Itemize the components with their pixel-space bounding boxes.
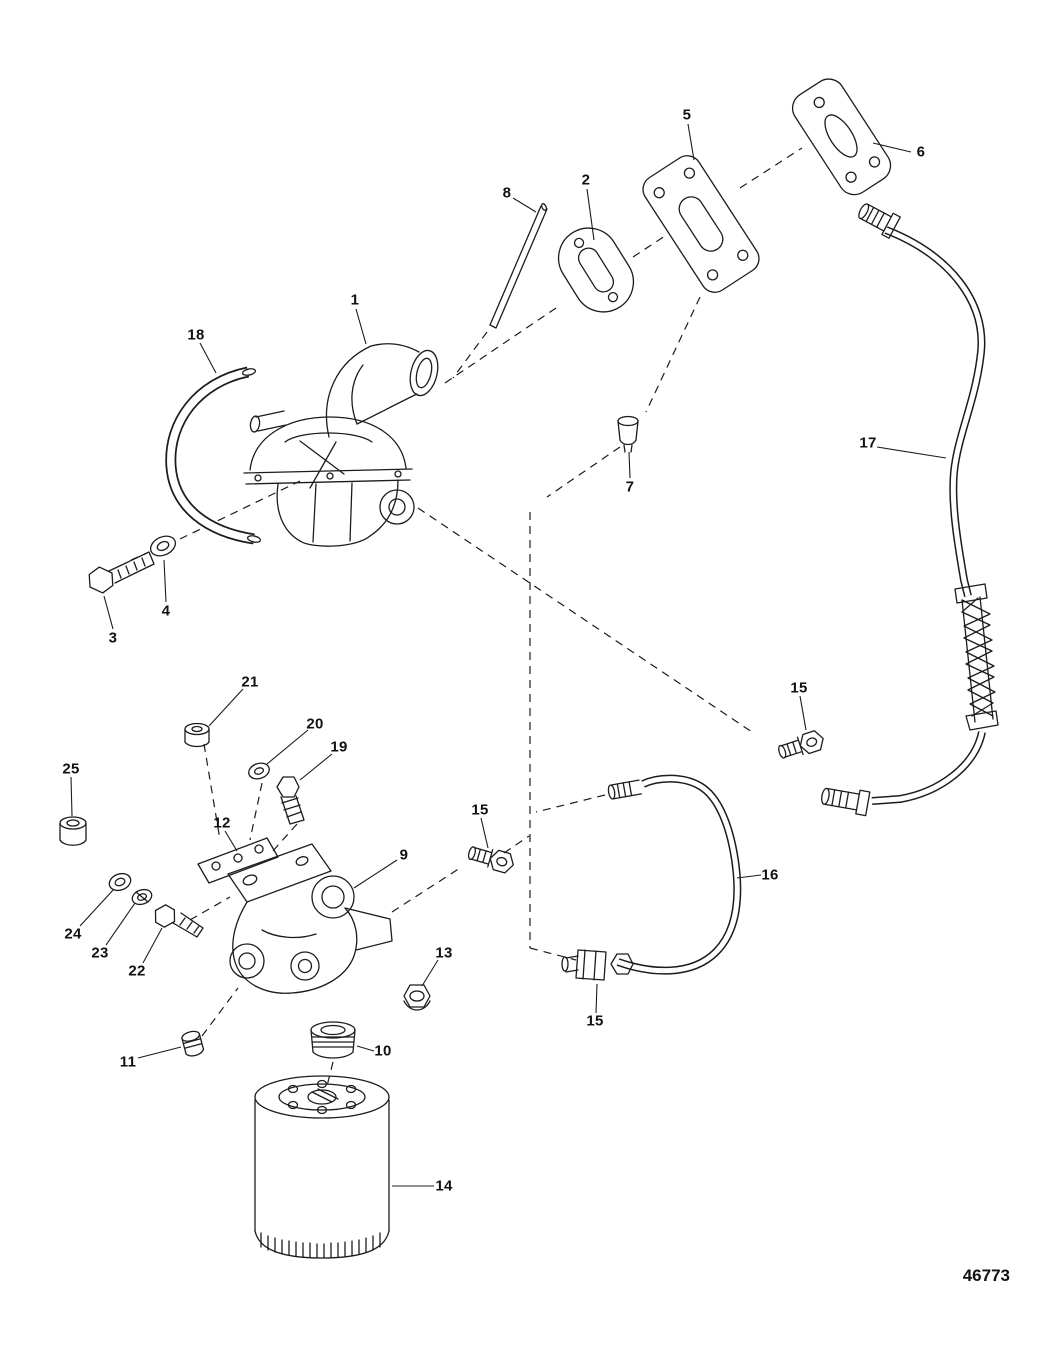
callout-24: 24	[64, 925, 82, 943]
retainer-plate-drawing	[197, 837, 279, 884]
part-code: 46773	[962, 1266, 1010, 1285]
callout-11: 11	[119, 1053, 137, 1071]
callout-14: 14	[435, 1177, 453, 1195]
filter-base-drawing	[227, 843, 393, 994]
dashed-assembly-lines	[130, 147, 803, 1087]
fuel-line-short-drawing	[607, 774, 742, 975]
callout-15: 15	[471, 801, 489, 819]
bushing-21-drawing	[184, 722, 210, 748]
callout-1: 1	[350, 291, 360, 309]
callout-3: 3	[108, 629, 118, 647]
callout-7: 7	[625, 478, 635, 496]
callout-23: 23	[91, 944, 109, 962]
washer-23-drawing	[131, 888, 153, 906]
callout-16: 16	[761, 866, 779, 884]
callout-13: 13	[435, 944, 453, 962]
leader-lines	[70, 123, 947, 1187]
callout-18: 18	[187, 326, 205, 344]
callout-5: 5	[682, 106, 692, 124]
callout-12: 12	[213, 814, 231, 832]
callout-15: 15	[586, 1012, 604, 1030]
callout-19: 19	[330, 738, 348, 756]
plug-fitting-drawing	[617, 415, 639, 453]
bolt-19-drawing	[276, 776, 305, 825]
hose-fitting-a-drawing	[778, 730, 824, 759]
small-fitting-drawing	[181, 1030, 205, 1057]
fuel-pump-drawing	[243, 343, 439, 547]
callout-4: 4	[161, 602, 171, 620]
washer-20-drawing	[248, 762, 270, 780]
oil-filter-drawing	[254, 1075, 390, 1259]
callout-22: 22	[128, 962, 146, 980]
hose-fitting-b-drawing	[467, 846, 514, 874]
hose-fitting-c-drawing	[561, 949, 607, 981]
callout-6: 6	[916, 143, 926, 161]
washer-24-drawing	[108, 872, 132, 892]
callout-10: 10	[374, 1042, 392, 1060]
bracket-gasket-drawing	[791, 78, 892, 196]
callout-9: 9	[399, 846, 409, 864]
push-rod-drawing	[489, 203, 548, 329]
callout-8: 8	[502, 184, 512, 202]
callout-17: 17	[859, 434, 877, 452]
mounting-bracket-drawing	[642, 155, 760, 293]
callout-25: 25	[62, 760, 80, 778]
callout-2: 2	[581, 171, 591, 189]
lock-washer-drawing	[149, 535, 177, 557]
callout-15: 15	[790, 679, 808, 697]
callout-20: 20	[306, 715, 324, 733]
bushing-25-drawing	[59, 816, 87, 846]
callout-21: 21	[241, 673, 259, 691]
bolt-22-drawing	[154, 904, 204, 938]
mounting-bolt-drawing	[88, 551, 155, 594]
nut-drawing	[403, 984, 431, 1011]
pump-gasket-drawing	[557, 227, 635, 313]
adapter-fitting-drawing	[310, 1021, 356, 1059]
fuel-line-long-drawing	[821, 203, 999, 817]
vent-hose-drawing	[165, 366, 262, 545]
